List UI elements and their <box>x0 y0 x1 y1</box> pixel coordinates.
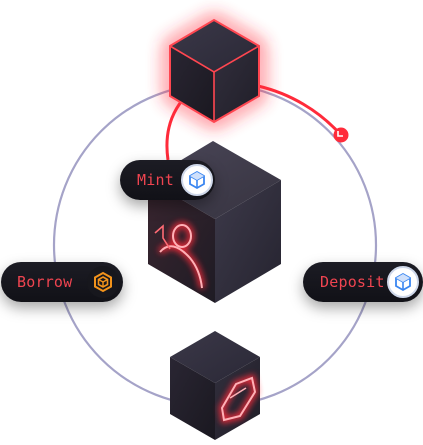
mint-flow-arc <box>257 84 343 137</box>
borrow-pill: Borrow <box>1 262 123 302</box>
mint-label: Mint <box>137 171 174 189</box>
blue-cube-token-icon <box>181 164 213 196</box>
arc-end-marker <box>333 127 349 143</box>
mint-pill: Mint <box>120 160 215 200</box>
borrow-label: Borrow <box>17 273 73 291</box>
top-glowing-cube <box>165 14 264 128</box>
diamond-icon <box>218 373 259 424</box>
user-figure-icon <box>154 222 205 289</box>
orange-cube-token-icon <box>87 266 119 298</box>
blue-cube-token-icon <box>387 266 419 298</box>
deposit-pill: Deposit <box>303 262 423 302</box>
deposit-label: Deposit <box>320 273 385 291</box>
bottom-cube <box>170 331 260 440</box>
